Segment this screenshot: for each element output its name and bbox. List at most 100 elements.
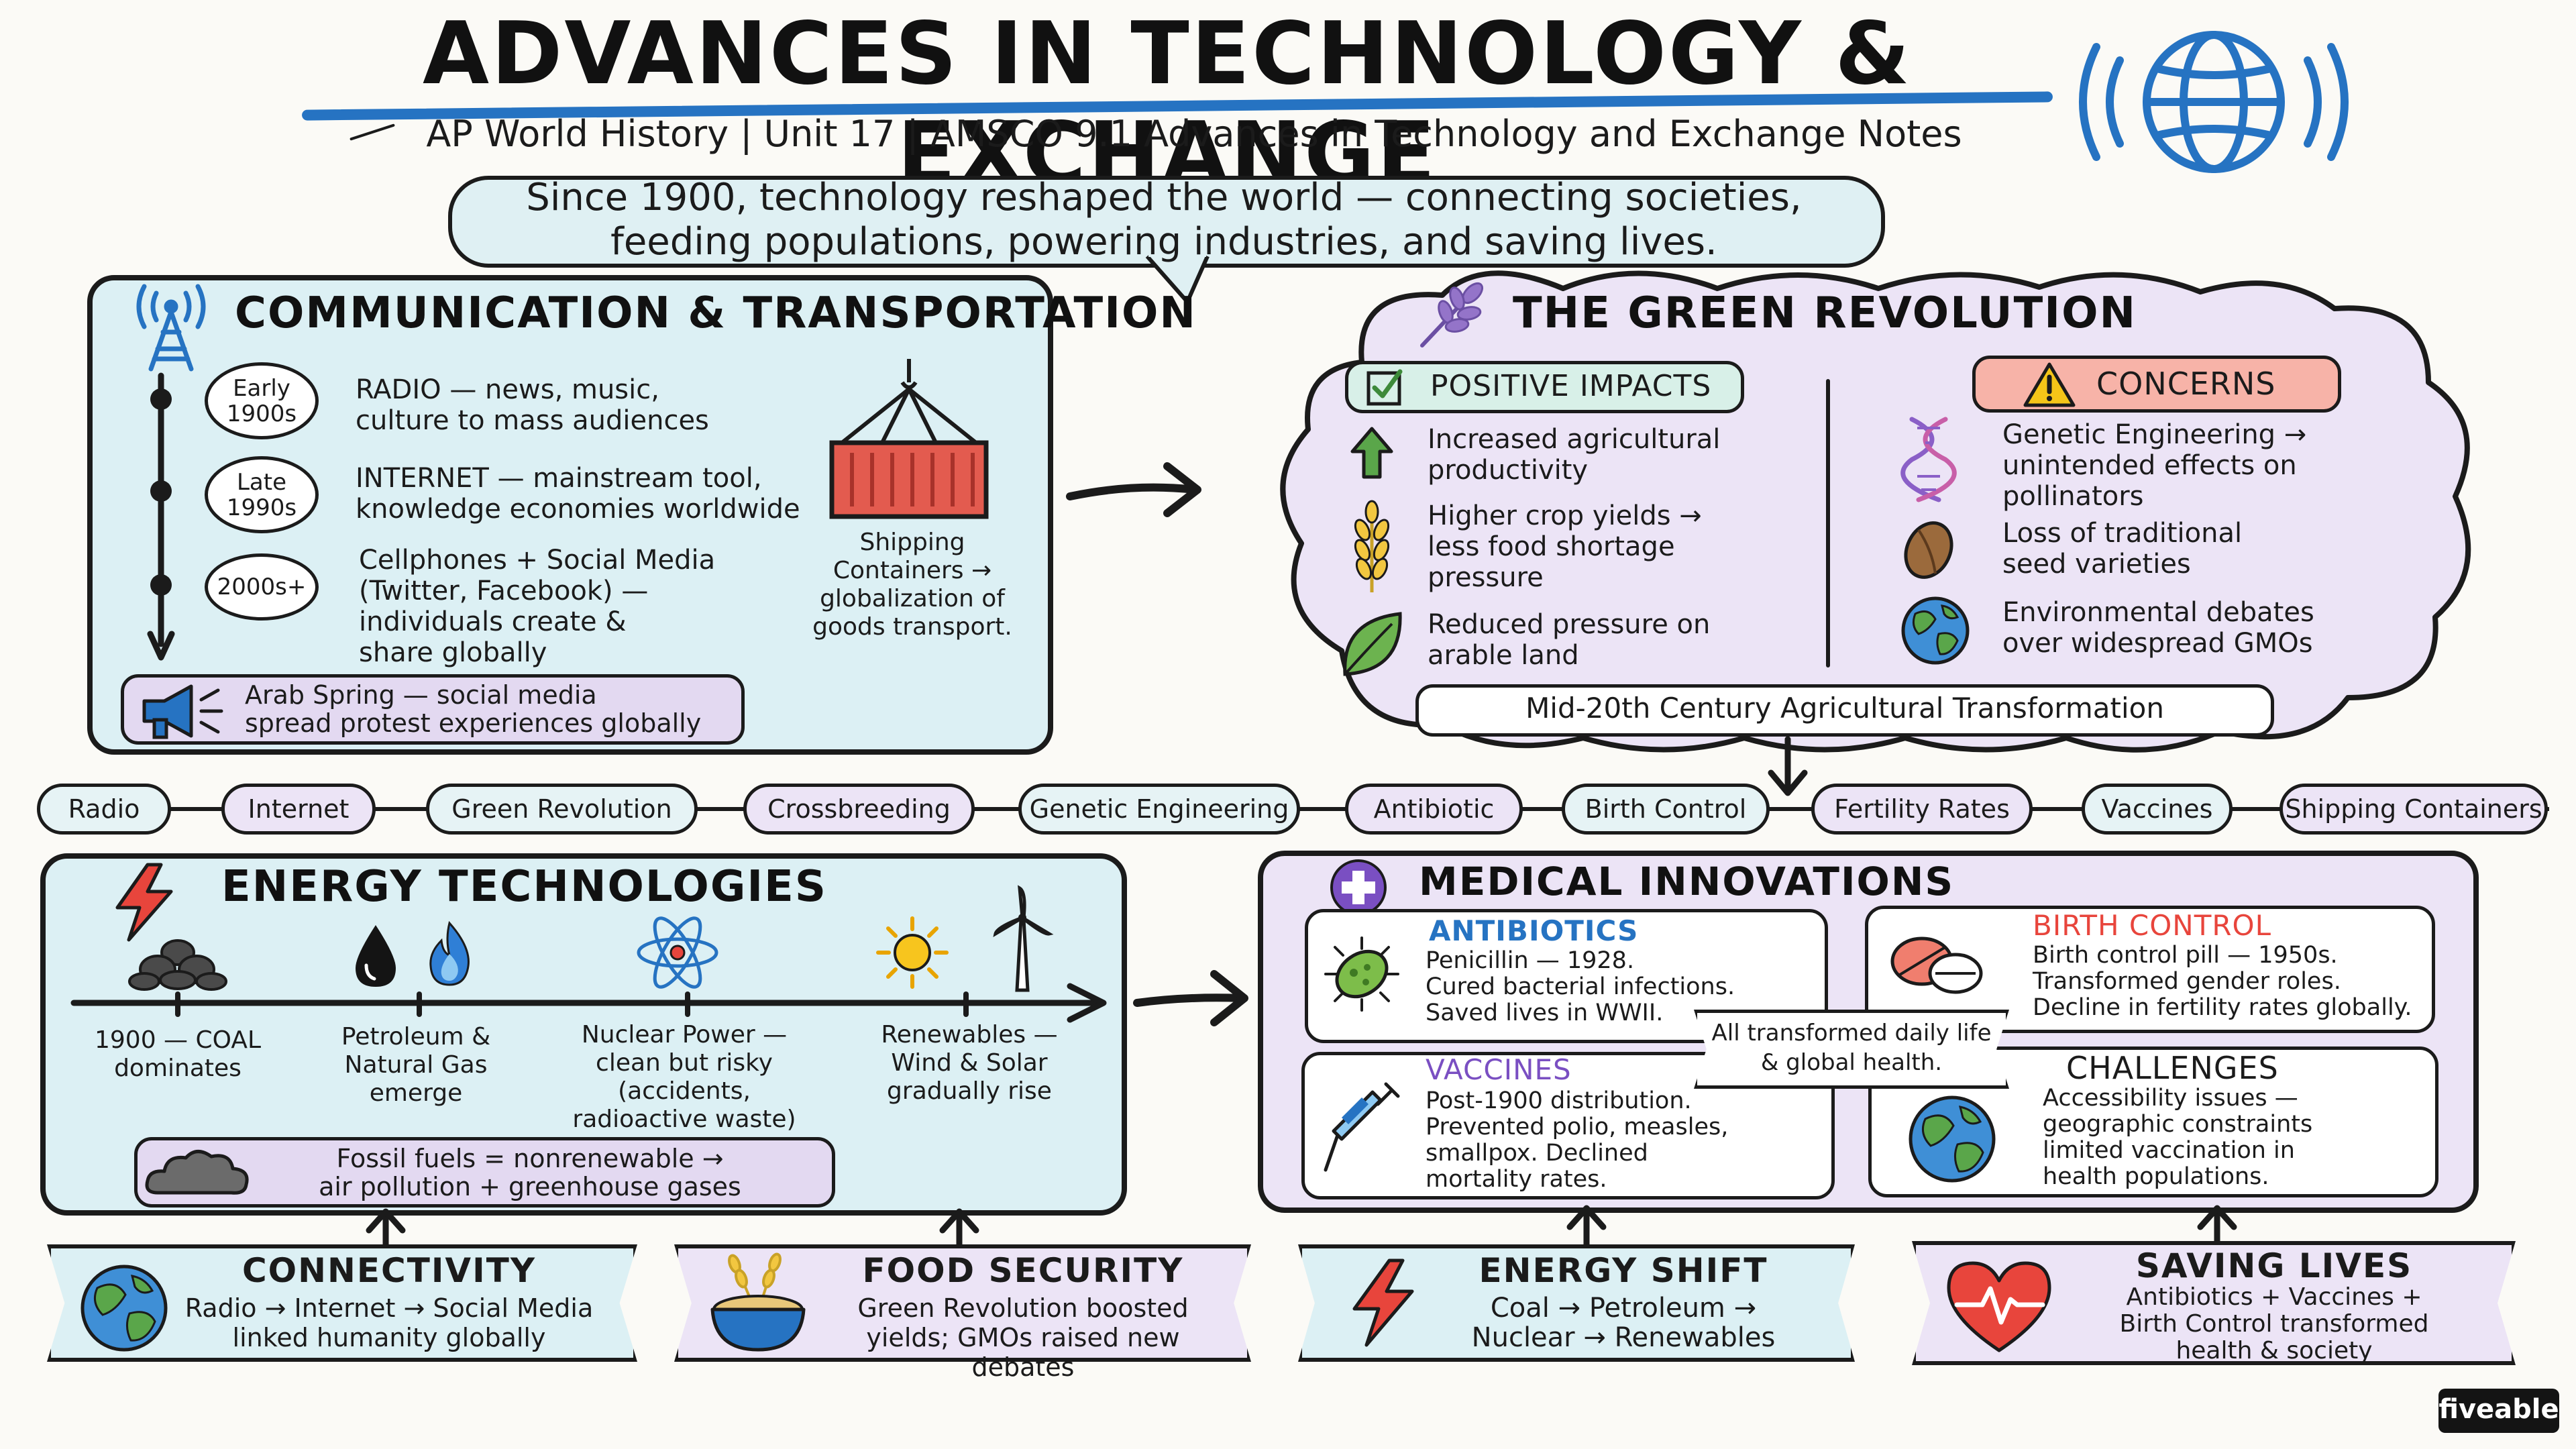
concern-text-1: Genetic Engineering →unintended effects … — [2002, 419, 2307, 512]
wheat-grain-icon — [1354, 500, 1390, 592]
positive-impacts-header — [1345, 361, 1744, 413]
internet-text: INTERNET — mainstream tool,knowledge eco… — [356, 463, 800, 525]
medical-center-text: All transformed daily life& global healt… — [1711, 1020, 1992, 1076]
intro-bubble-tail — [1145, 251, 1210, 304]
earth-icon — [80, 1265, 168, 1352]
sun-icon — [876, 916, 949, 989]
antibiotics-text: Penicillin — 1928.Cured bacterial infect… — [1426, 947, 1735, 1026]
wheat-icon — [1420, 282, 1484, 347]
earth-icon — [1901, 596, 1970, 665]
challenges-title: CHALLENGES — [2066, 1050, 2279, 1086]
green-footer-box — [1415, 684, 2274, 737]
keyword-green-revolution: Green Revolution — [426, 784, 698, 835]
radio-tower-icon — [136, 284, 206, 372]
smoke-cloud-icon — [145, 1150, 249, 1195]
medical-cross-icon — [1330, 859, 1387, 916]
banner-saving-lives-text: Antibiotics + Vaccines +Birth Control tr… — [2119, 1283, 2429, 1364]
antibiotics-title: ANTIBIOTICS — [1429, 914, 1639, 947]
arrow-right-icon — [1066, 462, 1201, 517]
oil-drop-icon — [356, 925, 396, 987]
banner-saving-lives-title: SAVING LIVES — [2135, 1246, 2413, 1285]
vaccines-title: VACCINES — [1426, 1053, 1572, 1086]
megaphone-icon — [142, 684, 223, 739]
intro-line-2: feeding populations, powering industries… — [610, 220, 1717, 264]
energy-title: ENERGY TECHNOLOGIES — [221, 862, 827, 912]
atom-icon — [637, 916, 718, 989]
banner-food-security-title: FOOD SECURITY — [862, 1251, 1184, 1290]
keyword-vaccines: Vaccines — [2082, 784, 2233, 835]
vaccines-text: Post-1900 distribution.Prevented polio, … — [1426, 1087, 1729, 1193]
birth-control-title: BIRTH CONTROL — [2033, 909, 2272, 942]
green-footer-text: Mid-20th Century Agricultural Transforma… — [1525, 692, 2164, 724]
coal-icon — [128, 939, 227, 991]
medical-title: MEDICAL INNOVATIONS — [1419, 859, 1955, 904]
subtitle: AP World History | Unit 17 | AMSCO 9.1 A… — [426, 113, 1962, 155]
timeline-label-2000s: 2000s+ — [205, 553, 319, 621]
timeline-label-early-1900s: Early 1900s — [205, 362, 319, 439]
medical-center-note — [1694, 1010, 2009, 1089]
fossil-fuels-text: Fossil fuels = nonrenewable →air polluti… — [319, 1144, 741, 1201]
arrow-right-icon — [1133, 970, 1248, 1026]
heart-icon — [1947, 1261, 2051, 1352]
fiveable-logo — [2438, 1389, 2559, 1433]
seed-icon — [1904, 521, 1953, 579]
radio-text: RADIO — news, music,culture to mass audi… — [356, 374, 709, 436]
keyword-antibiotic: Antibiotic — [1345, 784, 1523, 835]
green-divider — [1826, 379, 1830, 667]
keyword-shipping-containers: Shipping Containers — [2279, 784, 2548, 835]
pill-icon — [1890, 936, 1983, 994]
keyword-crossbreeding: Crossbreeding — [743, 784, 975, 835]
arrow-down-icon — [1768, 736, 1808, 796]
checkbox-icon — [1366, 369, 1403, 406]
energy-timeline — [70, 983, 1107, 1023]
communication-title: COMMUNICATION & TRANSPORTATION — [235, 288, 1197, 338]
keyword-fertility-rates: Fertility Rates — [1811, 784, 2033, 835]
fiveable-logo-text: fiveable — [2438, 1394, 2559, 1425]
warning-icon — [2023, 362, 2076, 407]
syringe-icon — [1324, 1082, 1400, 1172]
cellphones-text: Cellphones + Social Media(Twitter, Faceb… — [359, 545, 716, 668]
bacteria-icon — [1324, 936, 1399, 1012]
wind-turbine-icon — [993, 885, 1054, 992]
arab-spring-box — [121, 674, 745, 745]
fossil-fuels-box — [134, 1137, 835, 1208]
banner-connectivity-title: CONNECTIVITY — [241, 1251, 537, 1290]
keyword-birth-control: Birth Control — [1562, 784, 1770, 835]
green-revolution-title: THE GREEN REVOLUTION — [1513, 288, 2137, 338]
grain-bowl-icon — [710, 1252, 806, 1352]
intro-line-1: Since 1900, technology reshaped the worl… — [526, 176, 1802, 219]
lightning-icon — [1352, 1258, 1414, 1347]
intro-text: Since 1900, technology reshaped the worl… — [470, 176, 1858, 264]
globe-icon — [2079, 31, 2349, 173]
timeline-label-late-1990s: Late 1990s — [205, 456, 319, 533]
leaf-icon — [1343, 612, 1402, 676]
communication-timeline — [147, 372, 175, 661]
lightning-icon — [115, 863, 173, 942]
banner-energy-shift-text: Coal → Petroleum →Nuclear → Renewables — [1471, 1293, 1776, 1353]
gas-flame-icon — [429, 920, 470, 986]
keyword-radio: Radio — [37, 784, 171, 835]
page-title: ADVANCES IN TECHNOLOGY & EXCHANGE — [423, 4, 1912, 204]
dna-icon — [1900, 417, 1957, 502]
keyword-internet: Internet — [221, 784, 376, 835]
birth-control-text: Birth control pill — 1950s.Transformed g… — [2033, 942, 2412, 1021]
shipping-container-icon — [829, 359, 989, 519]
positive-impacts-title: POSITIVE IMPACTS — [1430, 369, 1712, 403]
up-arrow-icon — [1350, 427, 1393, 479]
earth-icon — [1909, 1095, 1996, 1183]
concerns-title: CONCERNS — [2096, 366, 2276, 402]
keyword-genetic-engineering: Genetic Engineering — [1018, 784, 1300, 835]
banner-energy-shift-title: ENERGY SHIFT — [1479, 1251, 1768, 1290]
